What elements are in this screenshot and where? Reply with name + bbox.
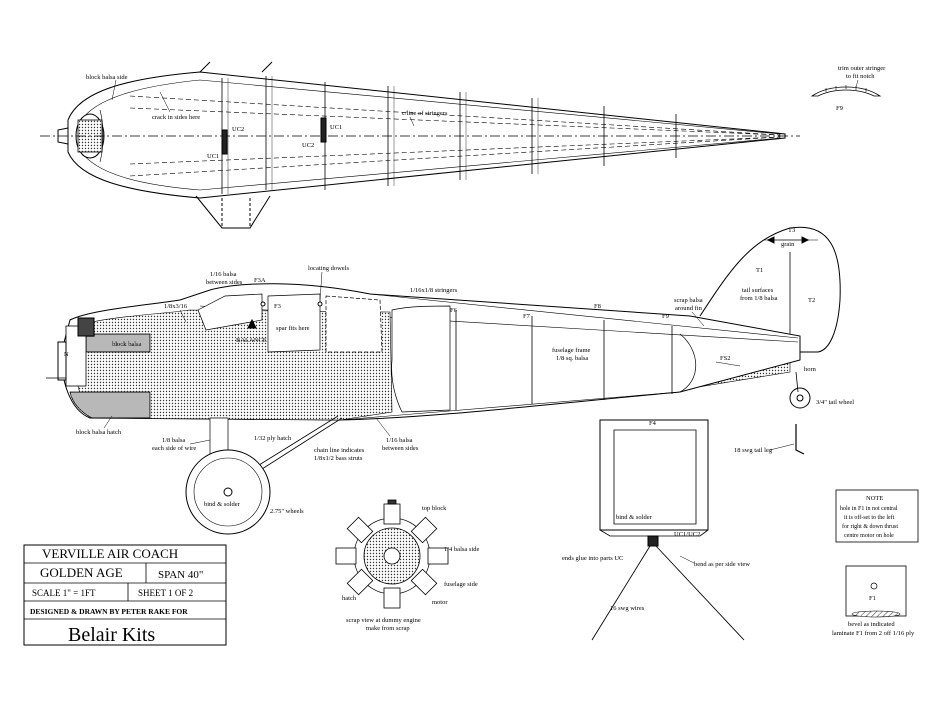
label-each-side-2: each side of wire [152, 445, 196, 452]
engine-fuselage-side: fuselage side [444, 581, 478, 588]
engine-top-block: top block [422, 505, 447, 512]
f9-note-line2: to fit notch [846, 73, 875, 80]
note-line2: it is off-set to the left [844, 514, 895, 521]
label-f8: F8 [594, 303, 601, 310]
top-view-fuselage [40, 61, 800, 229]
f9-label: F9 [836, 105, 843, 112]
f4-wires: 16 swg wires [610, 605, 645, 612]
label-tail-wheel: 3/4" tail wheel [816, 399, 854, 406]
engine-scrap-2: make from scrap [366, 625, 410, 632]
label-ply-hatch: 1/32 ply hatch [254, 435, 292, 442]
label-f3a: F3A [254, 277, 266, 284]
f1-bevel: bevel as indicated [848, 621, 895, 628]
label-strut-18: 1/8x3/16 [164, 303, 188, 310]
label-locating-dowels: locating dowels [308, 265, 349, 272]
f4-label: F4 [649, 420, 657, 427]
f4-bind-solder: bind & solder [616, 514, 653, 521]
f4-detail [591, 419, 745, 641]
title-designer: DESIGNED & DRAWN BY PETER RAKE FOR [30, 607, 188, 616]
f9-note-line1: trim outer stringer [838, 65, 886, 72]
label-bind-solder-side: bind & solder [204, 501, 241, 508]
side-view-labels: T3 grain T1 tail surfaces from 1/8 balsa… [64, 227, 854, 515]
label-uc1-mid: UC1 [330, 124, 342, 131]
label-scrap-balsa-1: scrap balsa [674, 297, 703, 304]
label-frame-2: 1/8 sq. balsa [556, 355, 588, 362]
label-t3: T3 [788, 227, 795, 234]
label-scrap-balsa-2: around fin [675, 305, 703, 312]
label-tail-surfaces-1: tail surfaces [742, 287, 774, 294]
label-chain-1: chain line indicates [314, 447, 365, 454]
label-uc2-top: UC2 [232, 126, 244, 133]
title-span: SPAN 40" [158, 569, 203, 581]
label-grain: grain [781, 241, 795, 248]
f4-ucs: UC1/UC2 [674, 531, 700, 538]
f1-laminate: laminate F1 from 2 off 1/16 ply [832, 630, 915, 637]
f4-labels: F4 bind & solder UC1/UC2 ends glue into … [562, 420, 750, 612]
label-balsa-between-2: between sides [206, 279, 243, 286]
label-tail-surfaces-2: from 1/8 balsa [740, 295, 778, 302]
title-sheet: SHEET 1 OF 2 [138, 588, 193, 598]
engine-balsa-side: 1/4 balsa side [444, 546, 479, 553]
side-view-fuselage [46, 226, 841, 535]
label-f9-side: F9 [662, 313, 669, 320]
engine-hatch: hatch [342, 595, 357, 602]
label-block-balsa-side: block balsa side [86, 74, 128, 81]
label-t1: T1 [756, 267, 763, 274]
label-fs2: FS2 [720, 355, 730, 362]
label-f3: F3 [274, 303, 281, 310]
label-each-side-1: 1/8 balsa [162, 437, 185, 444]
label-wheels: 2.75" wheels [270, 508, 304, 515]
engine-detail [335, 499, 449, 609]
engine-motor: motor [432, 599, 448, 606]
title-scale: SCALE 1" = 1FT [32, 588, 96, 598]
label-block-balsa: block balsa [112, 341, 142, 348]
note-line3: for right & down thrust [842, 523, 898, 530]
label-horn: horn [804, 366, 817, 373]
title-company: Belair Kits [68, 624, 155, 646]
label-crack-in-sides: crack in sides here [152, 114, 200, 121]
label-t2: T2 [808, 297, 815, 304]
note-line1: hole in F1 in not central [840, 506, 898, 512]
note-box: NOTE hole in F1 in not central it is off… [835, 489, 919, 543]
note-title: NOTE [866, 495, 883, 502]
label-balance: BALANCE [236, 337, 267, 344]
label-frame-1: fuselage frame [552, 347, 591, 354]
f9-detail: trim outer stringer to fit notch F9 [810, 65, 886, 112]
label-bottom-balsa-1: 1/16 balsa [386, 437, 413, 444]
title-series: GOLDEN AGE [40, 565, 123, 580]
label-uc1-top: UC1 [207, 153, 219, 160]
title-block: VERVILLE AIR COACH GOLDEN AGE SPAN 40" S… [23, 544, 227, 646]
label-uc2-mid: UC2 [302, 142, 314, 149]
label-spar-fits: spar fits here [276, 325, 310, 332]
label-stringers-cline: c/line of stringers [402, 110, 448, 117]
f1-detail: F1 bevel as indicated laminate F1 from 2… [832, 565, 915, 637]
top-view-labels: block balsa side crack in sides here c/l… [86, 74, 448, 160]
label-f6: F6 [450, 307, 458, 314]
label-tail-leg: 18 swg tail leg [734, 447, 773, 454]
note-line4: centre motor on hole [844, 533, 894, 539]
label-bottom-balsa-2: between sides [382, 445, 419, 452]
f4-bend: bend as per side view [694, 561, 750, 568]
label-block-hatch: block balsa hatch [76, 429, 122, 436]
label-chain-2: 1/8x1/2 bass struts [314, 455, 363, 462]
f1-label: F1 [869, 595, 876, 602]
label-f7: F7 [523, 313, 531, 320]
f4-ends-glue: ends glue into parts UC [562, 555, 623, 562]
engine-scrap-1: scrap view at dummy engine [346, 617, 421, 624]
engine-labels: top block 1/4 balsa side fuselage side m… [342, 505, 479, 632]
label-stringers: 1/16x1/8 stringers [410, 287, 458, 294]
label-n: N [64, 351, 69, 358]
title-aircraft: VERVILLE AIR COACH [42, 546, 178, 561]
label-balsa-between-1: 1/16 balsa [210, 271, 237, 278]
